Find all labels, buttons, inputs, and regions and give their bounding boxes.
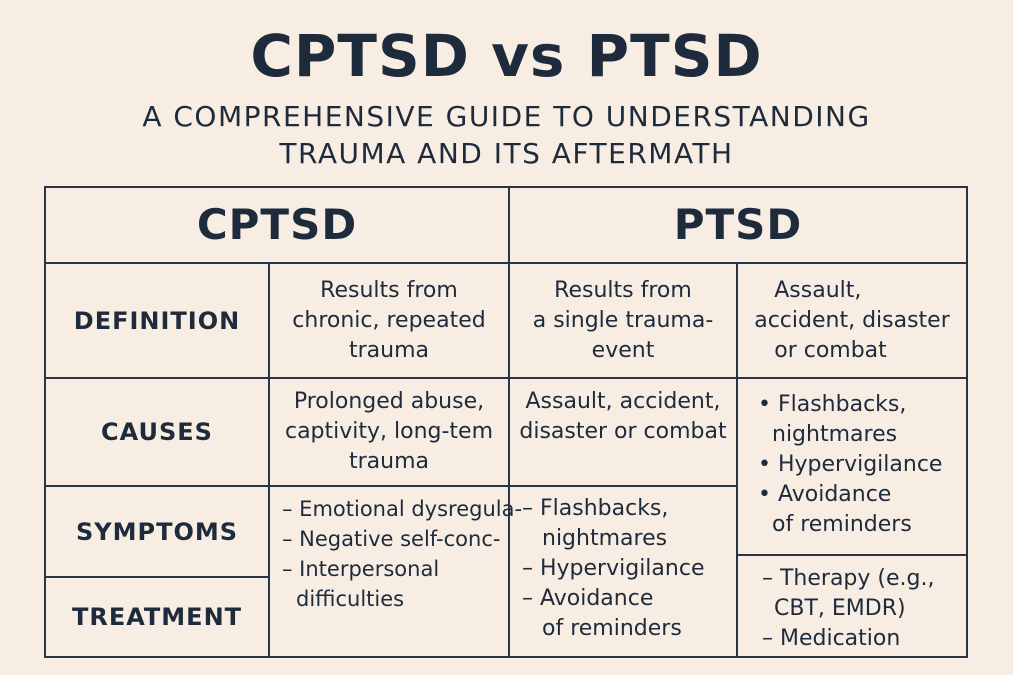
cell-line: captivity, long-tem [284,419,494,444]
cell-line: event [591,337,655,363]
list-item: – Therapy (e.g., [762,566,935,591]
cell-line: Results from [554,277,692,303]
cptsd-causes-cell: Prolonged abuse, captivity, long-tem tra… [270,379,508,485]
page-title: CPTSD vs PTSD [250,22,763,90]
list-item: – Emotional dysregula- [282,497,523,521]
divider-header-bottom [46,262,966,264]
row-label-symptoms: SYMPTOMS [75,517,239,546]
cell-line: accident, disaster [754,307,950,333]
cptsd-symptoms-cell: – Emotional dysregula- – Negative self-c… [282,494,523,654]
divider-left-row-3 [46,576,269,578]
cell-line: trauma [348,449,429,474]
ptsd-causes-cell: Assault, accident, disaster or combat [510,379,736,485]
list-item: difficulties [296,587,405,611]
cell-line: a single trauma- [532,307,714,333]
cptsd-definition-cell: Results from chronic, repeated trauma [270,264,508,377]
list-item: – Negative self-conc- [282,527,501,551]
comparison-table: CPTSD PTSD DEFINITION CAUSES SYMPTOMS TR… [44,186,968,658]
ptsd-definition-cell: Results from a single trauma- event [510,264,736,377]
cell-line: Prolonged abuse, [293,389,485,414]
list-item: – Hypervigilance [522,556,705,581]
ptsd-right-definition-cell: Assault, accident, disaster or combat [738,264,966,377]
list-item: – Avoidance [522,586,654,611]
list-item: of reminders [542,616,682,641]
list-item: – Interpersonal [282,557,440,581]
divider-ptsd-split [736,262,738,656]
divider-header-center [508,188,510,656]
list-item: • Hypervigilance [758,452,943,477]
list-item: – Flashbacks, [522,496,669,521]
row-label-treatment: TREATMENT [71,603,243,631]
divider-ptsd-right-row [736,554,966,556]
header-cptsd: CPTSD [196,200,358,249]
list-item: – Medication [762,626,901,651]
divider-ptsd-left-row-2 [508,485,738,487]
divider-left-row-2 [46,485,269,487]
cell-line: or combat [774,337,887,363]
cell-line: trauma [348,337,429,363]
ptsd-symptoms-cell: – Flashbacks, nightmares – Hypervigilanc… [522,494,736,654]
divider-row-1 [46,377,966,379]
list-item: nightmares [542,526,668,551]
cell-line: Assault, accident, [525,389,721,414]
list-item: • Flashbacks, [758,392,907,417]
row-label-definition: DEFINITION [73,306,241,335]
list-item: • Avoidance [758,482,892,507]
cell-line: Assault, [774,277,862,303]
ptsd-right-symptoms-cell: • Flashbacks, nightmares • Hypervigilanc… [758,390,966,550]
list-item: nightmares [772,422,898,447]
cell-line: disaster or combat [519,419,727,444]
list-item: CBT, EMDR) [774,596,906,621]
cell-line: Results from [320,277,458,303]
list-item: of reminders [772,512,912,537]
divider-cptsd-row-2 [268,485,510,487]
subtitle-line-1: A COMPREHENSIVE GUIDE TO UNDERSTANDING [142,100,871,133]
row-label-causes: CAUSES [101,418,213,446]
divider-label-column [268,262,270,656]
header-ptsd: PTSD [673,200,803,249]
ptsd-right-treatment-cell: – Therapy (e.g., CBT, EMDR) – Medication [762,564,966,656]
subtitle-line-2: TRAUMA AND ITS AFTERMATH [279,137,734,170]
cell-line: chronic, repeated [292,307,486,333]
